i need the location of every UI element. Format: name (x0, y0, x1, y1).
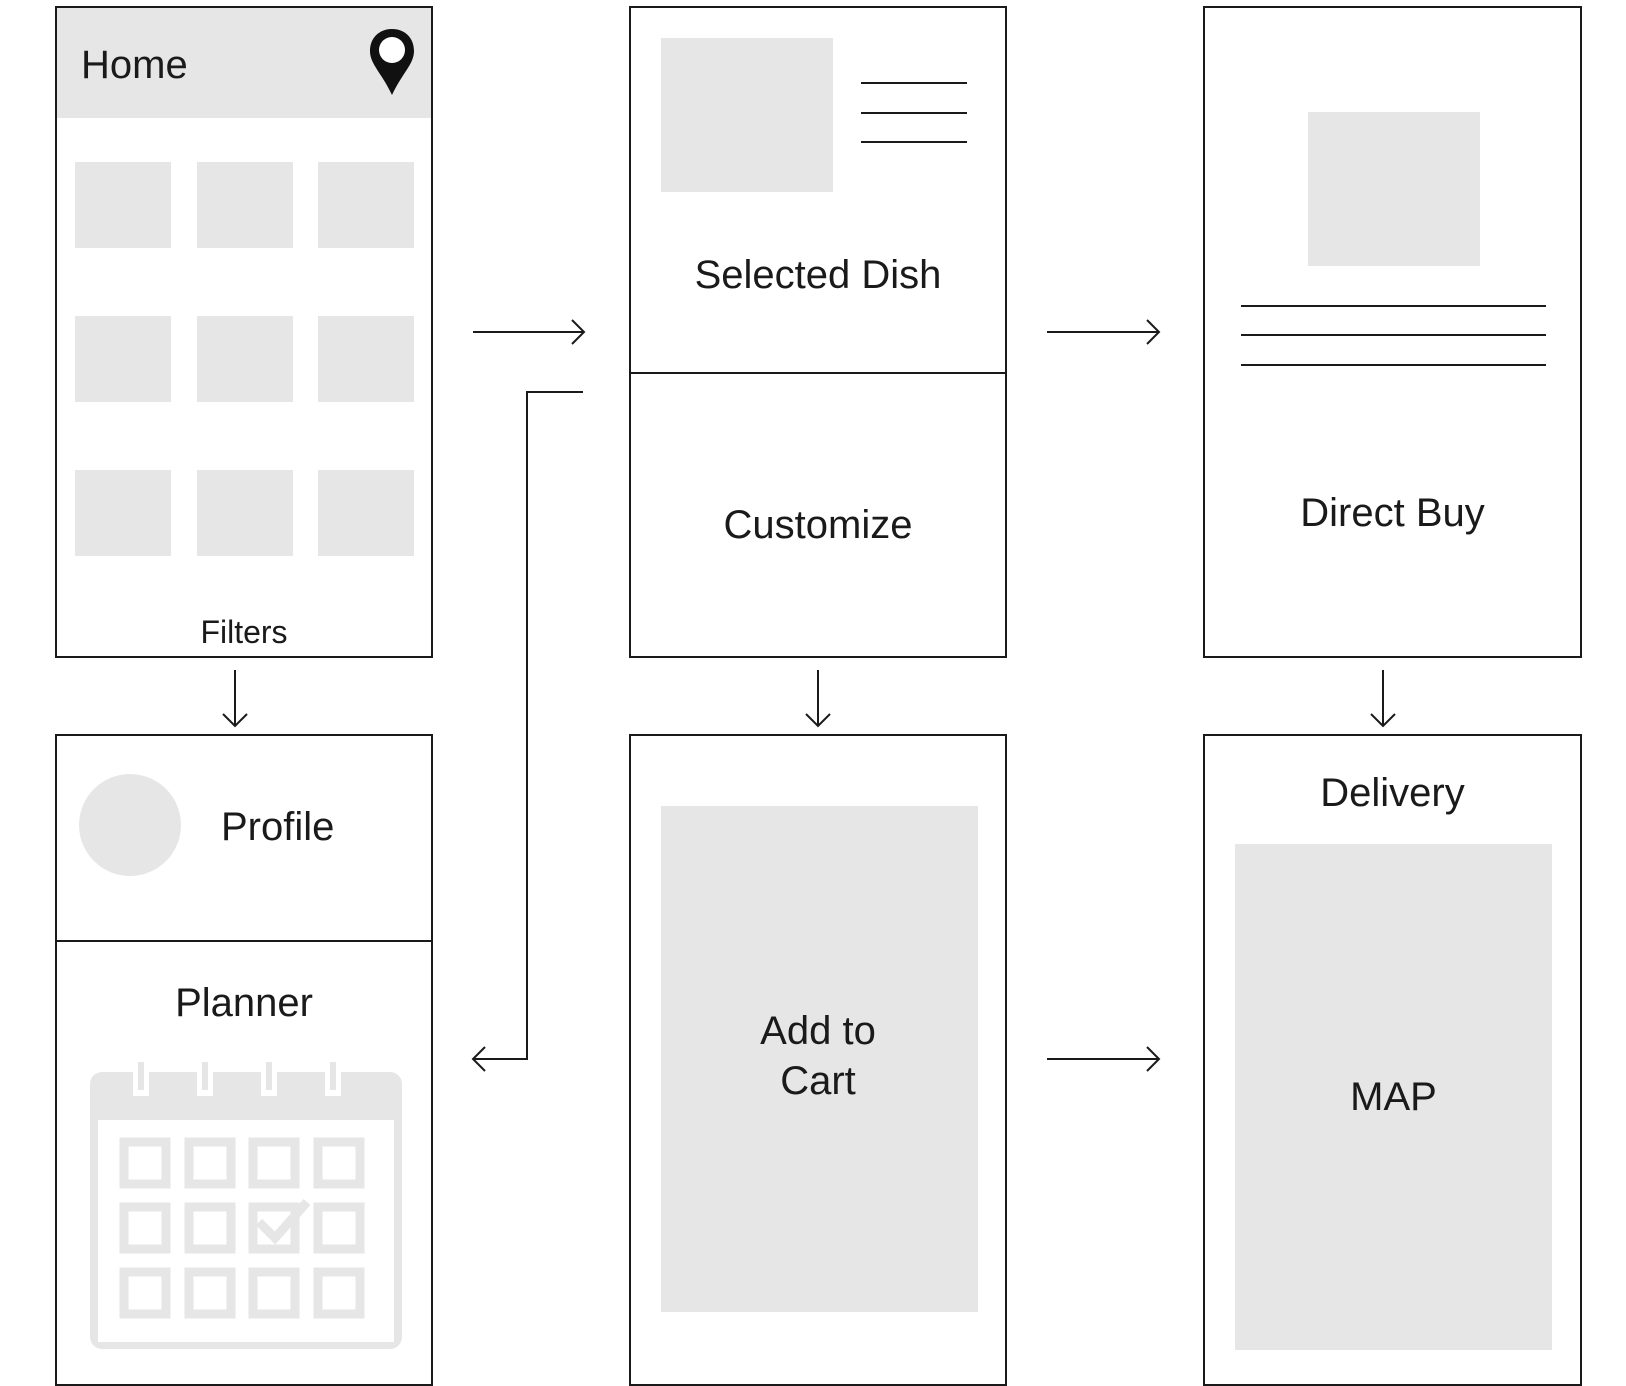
dish-thumbnail[interactable] (197, 470, 293, 556)
map-label: MAP (1350, 1075, 1437, 1119)
text-line (861, 112, 967, 114)
map-pin-icon[interactable] (367, 26, 417, 98)
text-line (861, 141, 967, 143)
arrow-down-icon (1370, 670, 1396, 728)
arrow-down-icon (222, 670, 248, 728)
add-to-cart-label[interactable]: Add to Cart (631, 1006, 1005, 1106)
arrow-right-icon (1047, 319, 1161, 345)
cart-content-placeholder (661, 806, 978, 1312)
add-to-cart-line1: Add to (760, 1009, 876, 1053)
dish-thumbnail[interactable] (318, 316, 414, 402)
avatar (79, 774, 181, 876)
text-line (1241, 334, 1546, 336)
selected-dish-title: Selected Dish (694, 253, 942, 297)
selected-dish-screen: Selected Dish Customize (629, 6, 1007, 658)
home-title: Home (81, 43, 188, 87)
dish-thumbnail[interactable] (75, 316, 171, 402)
calendar-icon[interactable] (87, 1062, 405, 1352)
add-to-cart-screen: Add to Cart (629, 734, 1007, 1386)
text-line (861, 82, 967, 84)
dish-image-placeholder (661, 38, 833, 192)
dish-thumbnail[interactable] (318, 470, 414, 556)
delivery-screen: Delivery MAP (1203, 734, 1582, 1386)
profile-screen: Profile Planner (55, 734, 433, 1386)
arrow-down-icon (805, 670, 831, 728)
direct-buy-label[interactable]: Direct Buy (1300, 491, 1485, 535)
add-to-cart-line2: Cart (780, 1059, 856, 1103)
dish-thumbnail[interactable] (197, 162, 293, 248)
arrow-right-icon (473, 319, 586, 345)
planner-title: Planner (175, 981, 313, 1025)
arrow-right-icon (1047, 1046, 1161, 1072)
home-screen: Home Filters (55, 6, 433, 658)
product-image-placeholder (1308, 112, 1480, 266)
customize-label[interactable]: Customize (723, 503, 913, 547)
section-divider (57, 940, 431, 942)
profile-title: Profile (221, 805, 335, 849)
filters-label[interactable]: Filters (200, 614, 288, 650)
return-arrow-icon (471, 391, 583, 1072)
section-divider (631, 372, 1005, 374)
dish-thumbnail[interactable] (318, 162, 414, 248)
dish-thumbnail[interactable] (197, 316, 293, 402)
dish-thumbnail[interactable] (75, 162, 171, 248)
map-placeholder[interactable] (1235, 844, 1552, 1350)
text-line (1241, 364, 1546, 366)
dish-thumbnail[interactable] (75, 470, 171, 556)
delivery-title: Delivery (1320, 771, 1465, 815)
direct-buy-screen: Direct Buy (1203, 6, 1582, 658)
text-line (1241, 305, 1546, 307)
home-header-bar (57, 8, 431, 118)
